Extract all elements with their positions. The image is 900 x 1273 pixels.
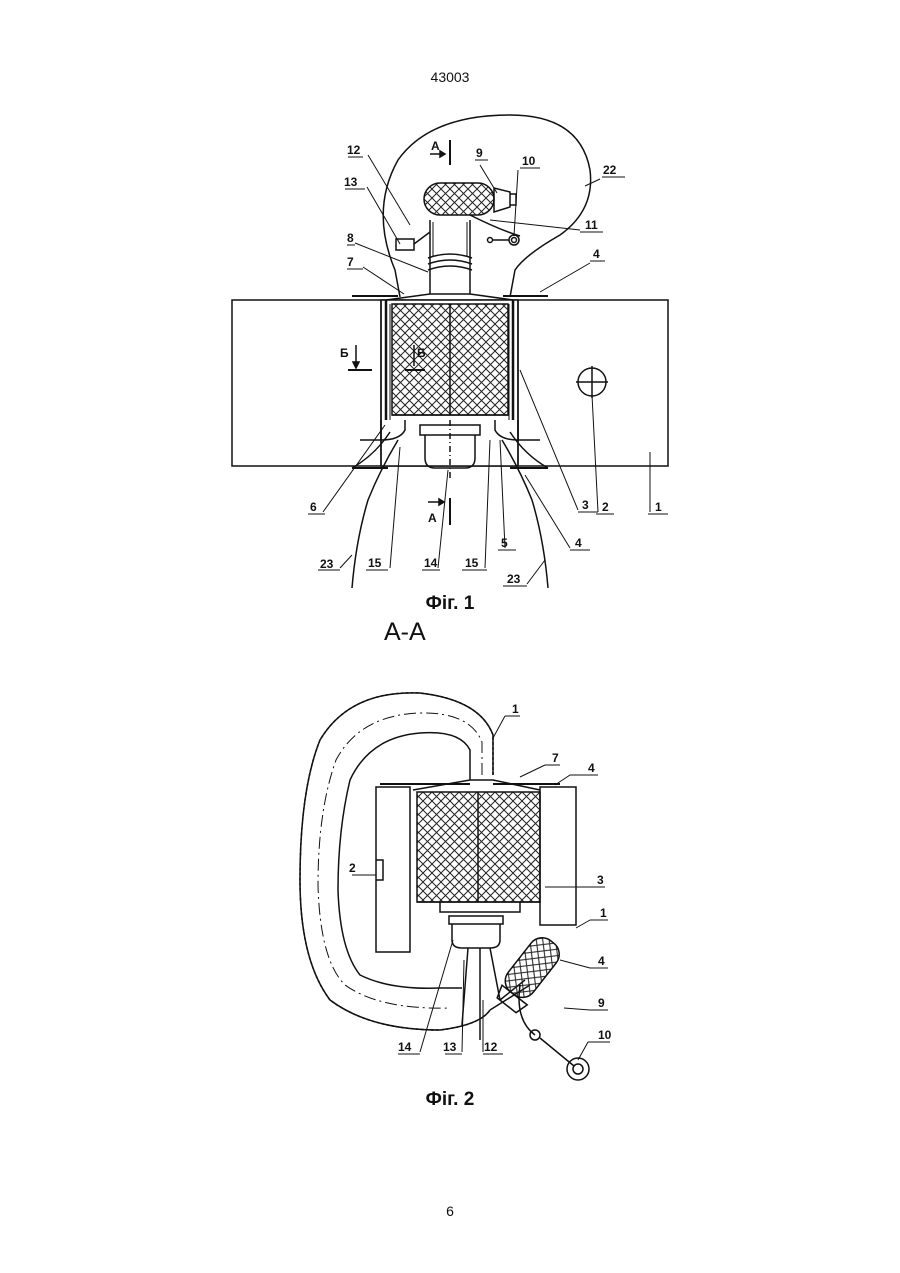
fig2-label-7: 7 bbox=[552, 751, 559, 765]
fig2-label-4-top: 4 bbox=[588, 761, 595, 775]
fig2-label-12: 12 bbox=[484, 1040, 498, 1054]
label-23-right: 23 bbox=[507, 572, 521, 586]
fig2-label-1-right: 1 bbox=[600, 906, 607, 920]
label-section-a-top: А bbox=[431, 139, 440, 153]
label-1: 1 bbox=[655, 500, 662, 514]
figure-2 bbox=[300, 693, 610, 1080]
left-wall-block bbox=[376, 787, 410, 952]
label-3: 3 bbox=[582, 498, 589, 512]
label-6: 6 bbox=[310, 500, 317, 514]
fig2-label-3: 3 bbox=[597, 873, 604, 887]
fig2-label-13: 13 bbox=[443, 1040, 457, 1054]
label-12: 12 bbox=[347, 143, 361, 157]
label-section-b-left: Б bbox=[340, 346, 349, 360]
fig2-label-10: 10 bbox=[598, 1028, 612, 1042]
label-23-left: 23 bbox=[320, 557, 334, 571]
label-13: 13 bbox=[344, 175, 358, 189]
fig2-label-9: 9 bbox=[598, 996, 605, 1010]
label-section-b-right: Б bbox=[417, 346, 426, 360]
section-title: А-А bbox=[384, 618, 426, 647]
label-10: 10 bbox=[522, 154, 536, 168]
page-number: 6 bbox=[0, 1203, 900, 1219]
label-9: 9 bbox=[476, 146, 483, 160]
figure-2-caption: Фіг. 2 bbox=[0, 1089, 900, 1111]
label-8: 8 bbox=[347, 231, 354, 245]
grip bbox=[424, 183, 494, 215]
figure-1 bbox=[232, 115, 668, 588]
label-2: 2 bbox=[602, 500, 609, 514]
label-22: 22 bbox=[603, 163, 617, 177]
fig2-label-1-top: 1 bbox=[512, 702, 519, 716]
fig2-label-14: 14 bbox=[398, 1040, 412, 1054]
label-section-a-bottom: А bbox=[428, 511, 437, 525]
fig2-label-2: 2 bbox=[349, 861, 356, 875]
figure-1-caption: Фіг. 1 bbox=[0, 593, 900, 615]
label-4-bottom: 4 bbox=[575, 536, 582, 550]
label-15-left: 15 bbox=[368, 556, 382, 570]
fig2-label-4-bottom: 4 bbox=[598, 954, 605, 968]
label-7: 7 bbox=[347, 255, 354, 269]
label-14: 14 bbox=[424, 556, 438, 570]
label-15-right: 15 bbox=[465, 556, 479, 570]
label-4-top: 4 bbox=[593, 247, 600, 261]
label-5: 5 bbox=[501, 536, 508, 550]
label-11: 11 bbox=[585, 218, 598, 232]
right-wall-block bbox=[540, 787, 576, 925]
